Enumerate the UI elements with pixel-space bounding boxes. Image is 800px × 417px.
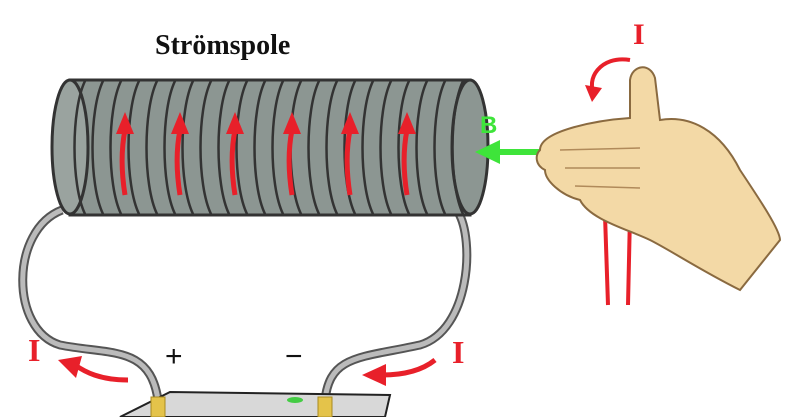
coil-winding xyxy=(181,80,195,215)
coil-winding xyxy=(271,80,285,215)
label-current-left: I xyxy=(28,332,41,368)
coil-winding xyxy=(163,80,177,215)
coil-current-arrow xyxy=(341,112,359,196)
label-field: B xyxy=(480,112,498,139)
coil-winding xyxy=(91,80,105,215)
coil-winding xyxy=(325,80,339,215)
coil-winding xyxy=(451,80,465,215)
coil-winding xyxy=(397,80,411,215)
diagram-title: Strömspole xyxy=(155,30,291,61)
coil-winding xyxy=(307,80,321,215)
coil-winding xyxy=(217,80,231,215)
coil-winding xyxy=(343,80,357,215)
coil-winding xyxy=(127,80,141,215)
coil-winding xyxy=(73,80,87,215)
label-plus: + xyxy=(165,340,183,373)
coil-winding xyxy=(199,80,213,215)
wire-right xyxy=(320,209,472,401)
right-hand-icon xyxy=(535,57,782,306)
terminal-plus xyxy=(150,396,166,417)
coil-current-arrow xyxy=(116,112,134,196)
label-current-hand: I xyxy=(633,18,645,51)
label-current-right: I xyxy=(452,334,465,370)
current-arrow-left xyxy=(73,362,129,383)
coil-current-arrow xyxy=(398,112,416,196)
coil-winding xyxy=(415,80,429,215)
terminal-minus xyxy=(317,396,333,417)
coil-winding xyxy=(145,80,159,215)
coil-winding xyxy=(253,80,267,215)
coil-winding xyxy=(235,80,249,215)
coil-current-arrow xyxy=(283,112,301,196)
coil-winding xyxy=(379,80,393,215)
coil-winding xyxy=(361,80,375,215)
coil-current-arrow xyxy=(226,112,244,196)
coil xyxy=(50,78,490,217)
coil-current-arrow xyxy=(171,112,189,196)
coil-winding xyxy=(433,80,447,215)
coil-winding xyxy=(109,80,123,215)
label-minus: − xyxy=(285,340,303,373)
current-arrow-right xyxy=(381,357,437,378)
